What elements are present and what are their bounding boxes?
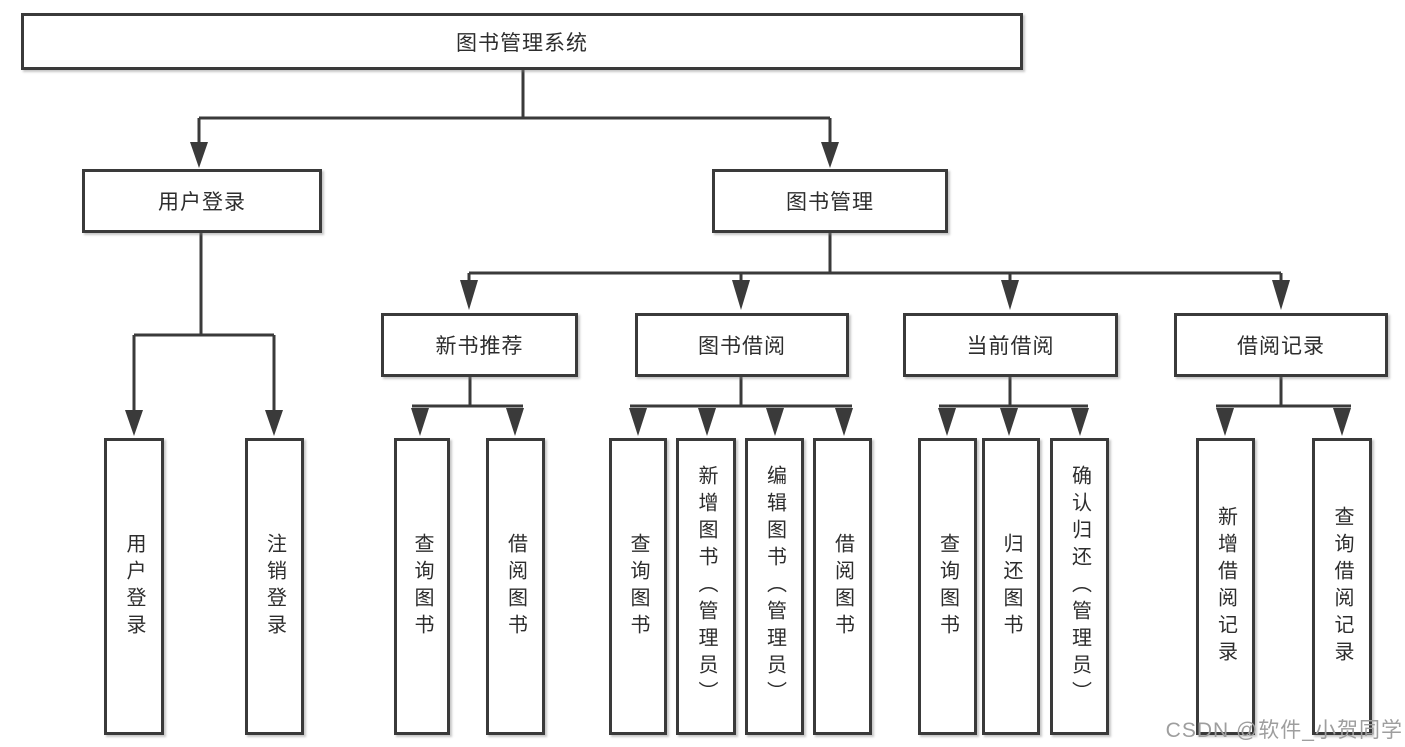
leaf-query-books-current: 查询图书	[918, 438, 977, 735]
node-current-borrow: 当前借阅	[903, 313, 1118, 377]
leaf-return-books: 归还图书	[982, 438, 1040, 735]
leaf-query-books-recommend: 查询图书	[394, 438, 450, 735]
arrowhead	[411, 408, 429, 436]
arrowhead	[1272, 280, 1290, 310]
node-user-login: 用户登录	[82, 169, 322, 233]
node-book-borrow: 图书借阅	[635, 313, 849, 377]
leaf-confirm-return-admin: 确认归还（管理员）	[1050, 438, 1109, 735]
arrowhead	[1000, 408, 1018, 436]
leaf-add-books-admin: 新增图书（管理员）	[676, 438, 736, 735]
arrowhead	[1216, 408, 1234, 436]
node-book-management: 图书管理	[712, 169, 948, 233]
arrowhead	[1001, 280, 1019, 310]
leaf-borrow-books-recommend: 借阅图书	[486, 438, 545, 735]
arrowhead	[698, 408, 716, 436]
leaf-add-borrow-record: 新增借阅记录	[1196, 438, 1255, 735]
arrowhead	[506, 408, 524, 436]
watermark-text: CSDN @软件_小贺同学	[1165, 719, 1403, 742]
leaf-borrow-books: 借阅图书	[813, 438, 872, 735]
arrowhead	[821, 142, 839, 168]
arrowhead	[835, 408, 853, 436]
arrowhead	[1071, 408, 1089, 436]
arrowhead	[938, 408, 956, 436]
node-new-book-recommend: 新书推荐	[381, 313, 578, 377]
arrowhead	[1333, 408, 1351, 436]
arrowhead	[766, 408, 784, 436]
leaf-query-books-borrow: 查询图书	[609, 438, 667, 735]
arrowhead	[460, 280, 478, 310]
arrowhead	[190, 142, 208, 168]
arrowhead	[125, 410, 143, 436]
arrowhead	[265, 410, 283, 436]
node-root: 图书管理系统	[21, 13, 1023, 70]
leaf-logout-login: 注销登录	[245, 438, 304, 735]
node-borrow-records: 借阅记录	[1174, 313, 1388, 377]
leaf-query-borrow-record: 查询借阅记录	[1312, 438, 1372, 735]
leaf-user-login: 用户登录	[104, 438, 164, 735]
arrowhead	[629, 408, 647, 436]
tree-edges	[132, 69, 1351, 411]
leaf-edit-books-admin: 编辑图书（管理员）	[745, 438, 804, 735]
arrowhead	[732, 280, 750, 310]
